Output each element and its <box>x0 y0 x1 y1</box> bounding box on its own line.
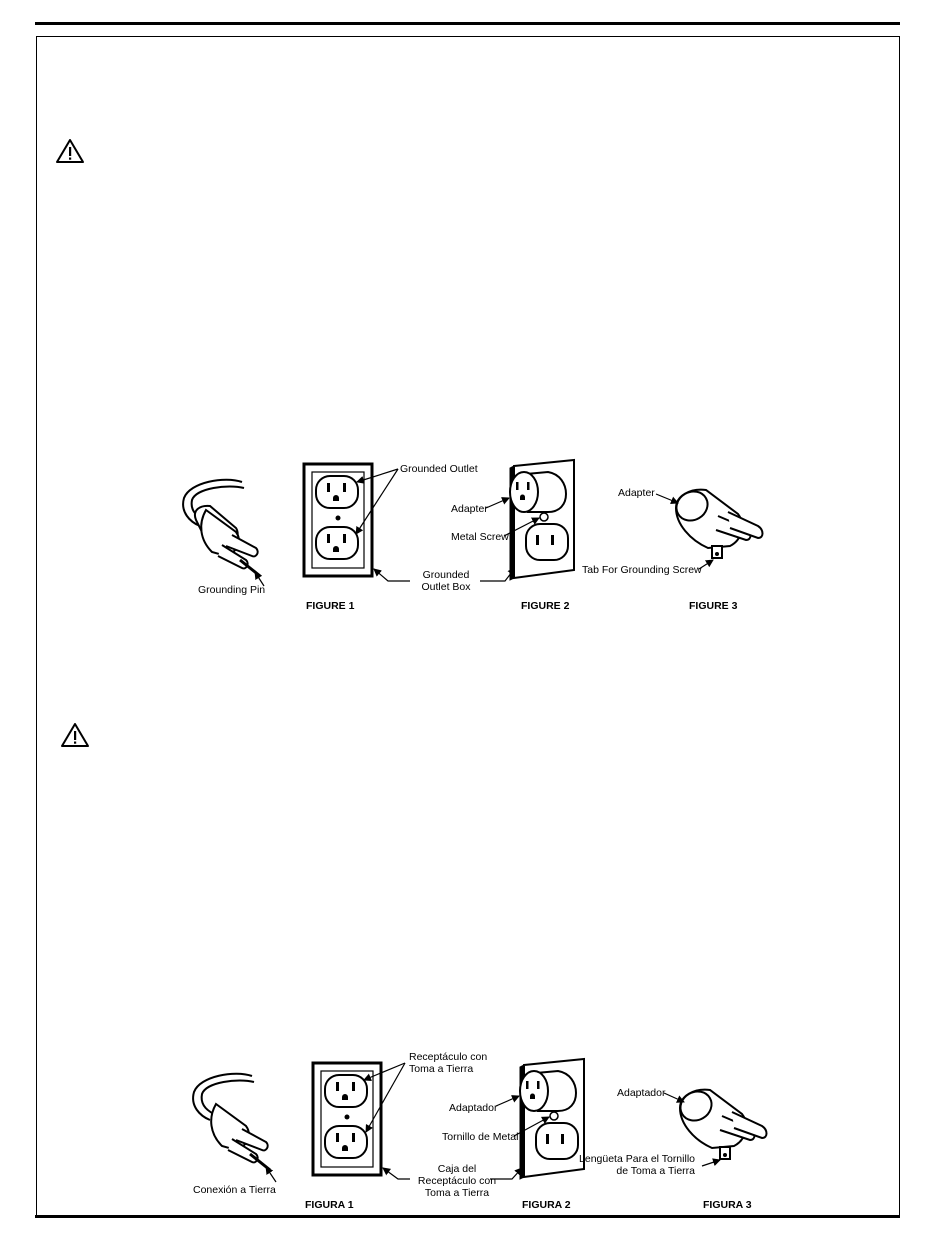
top-rule <box>35 22 900 25</box>
adapter-arrow-fig3 <box>655 493 679 505</box>
metal-screw-arrow <box>503 517 540 537</box>
grounded-outlet-box-label-2: Outlet Box <box>421 581 471 593</box>
figure1-outlet-drawing <box>302 462 374 578</box>
lengueta-arrow <box>701 1158 721 1167</box>
outlet-box-arrow-left <box>373 568 410 582</box>
grounded-outlet-label: Grounded Outlet <box>400 463 478 475</box>
bottom-rule <box>35 1215 900 1218</box>
grounded-outlet-arrow-bottom <box>355 468 399 535</box>
figura2-adapter-outlet-drawing <box>519 1057 585 1180</box>
figure3-caption: FIGURE 3 <box>689 600 738 612</box>
figura3-adapter-drawing <box>678 1088 768 1160</box>
conexion-tierra-arrow <box>265 1166 277 1183</box>
adaptador-label-fig3: Adaptador <box>617 1087 666 1099</box>
figure3-adapter-drawing <box>674 488 764 559</box>
caja-label-3: Toma a Tierra <box>425 1187 489 1199</box>
adaptador-arrow-fig2 <box>495 1095 520 1107</box>
receptaculo-label-2: Toma a Tierra <box>409 1063 473 1075</box>
caja-label-2: Receptáculo con <box>418 1175 496 1187</box>
receptaculo-arrow-top <box>363 1062 406 1082</box>
tornillo-arrow <box>513 1116 550 1137</box>
tab-arrow <box>698 559 714 570</box>
figura1-plug-drawing <box>192 1072 271 1172</box>
caja-arrow-right <box>490 1167 523 1180</box>
adapter-arrow-fig2 <box>485 497 510 509</box>
adapter-label-fig3: Adapter <box>618 487 655 499</box>
grounded-outlet-box-label-1: Grounded <box>423 569 470 581</box>
lengueta-label-1: Lengüeta Para el Tornillo <box>579 1153 695 1165</box>
figure2-caption: FIGURE 2 <box>521 600 570 612</box>
warning-triangle-icon <box>56 139 84 163</box>
receptaculo-label-1: Receptáculo con <box>409 1051 487 1063</box>
grounding-pin-arrow <box>254 571 265 587</box>
figura2-caption: FIGURA 2 <box>522 1199 571 1211</box>
figure1-caption: FIGURE 1 <box>306 600 355 612</box>
grounded-outlet-arrow-top <box>356 468 399 484</box>
page-frame <box>36 36 900 1217</box>
adaptador-arrow-fig3 <box>663 1092 685 1103</box>
figura3-caption: FIGURA 3 <box>703 1199 752 1211</box>
figure2-adapter-outlet-drawing <box>509 458 575 581</box>
figura1-caption: FIGURA 1 <box>305 1199 354 1211</box>
figure1-plug-drawing <box>182 478 261 578</box>
warning-triangle-icon-es <box>61 723 89 747</box>
caja-label-1: Caja del <box>438 1163 477 1175</box>
figura1-outlet-drawing <box>311 1061 383 1177</box>
adapter-label-fig2: Adapter <box>451 503 488 515</box>
caja-arrow-left <box>382 1167 410 1180</box>
receptaculo-arrow-bottom <box>365 1062 406 1133</box>
grounding-pin-label: Grounding Pin <box>198 584 265 596</box>
lengueta-label-2: de Toma a Tierra <box>616 1165 695 1177</box>
conexion-tierra-label: Conexión a Tierra <box>193 1184 276 1196</box>
metal-screw-label: Metal Screw <box>451 531 509 543</box>
tab-grounding-screw-label: Tab For Grounding Screw <box>582 564 702 576</box>
adaptador-label-fig2: Adaptador <box>449 1102 498 1114</box>
tornillo-label: Tornillo de Metal <box>442 1131 518 1143</box>
